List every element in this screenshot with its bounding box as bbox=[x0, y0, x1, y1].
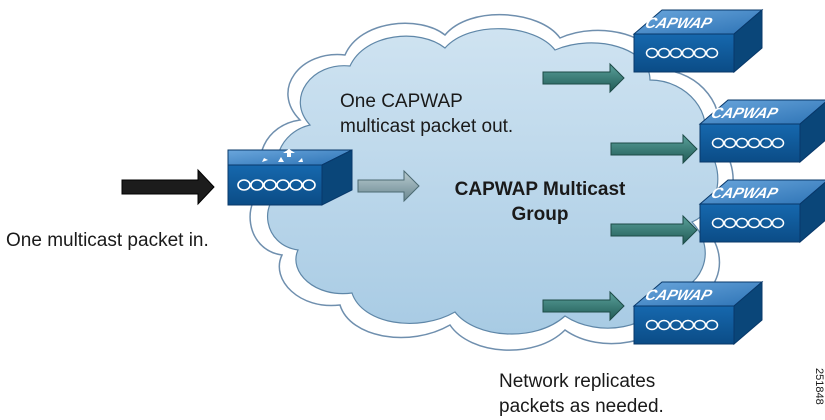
access-point-1-label: CAPWAP bbox=[643, 15, 715, 32]
figure-id: 251848 bbox=[813, 368, 825, 405]
group-label-line-1: CAPWAP Multicast bbox=[455, 179, 626, 200]
controller-arrows-icon bbox=[262, 149, 303, 162]
ap-arrow-3 bbox=[610, 214, 698, 246]
ap-arrow-1 bbox=[542, 62, 625, 94]
access-point-4-label: CAPWAP bbox=[643, 287, 715, 304]
controller-ports bbox=[237, 179, 316, 191]
access-point-3-label: CAPWAP bbox=[709, 185, 781, 202]
access-point-3: CAPWAP bbox=[698, 179, 825, 244]
access-point-2-label: CAPWAP bbox=[709, 105, 781, 122]
ap-arrow-4 bbox=[542, 290, 625, 322]
access-point-2: CAPWAP bbox=[698, 99, 825, 164]
ap-arrow-2 bbox=[610, 133, 698, 165]
access-point-3-ports bbox=[711, 217, 785, 229]
caption-line-2: packets as needed. bbox=[499, 396, 664, 417]
network-cloud bbox=[267, 28, 719, 335]
cloud-label-line-1: One CAPWAP bbox=[340, 91, 463, 112]
input-arrow bbox=[121, 168, 215, 206]
access-point-1-ports bbox=[645, 47, 719, 59]
input-label: One multicast packet in. bbox=[6, 230, 209, 251]
multicast-out-arrow bbox=[357, 169, 420, 203]
group-label-line-2: Group bbox=[512, 204, 569, 225]
access-point-4-ports bbox=[645, 319, 719, 331]
cloud-label-line-2: multicast packet out. bbox=[340, 116, 513, 137]
controller-device bbox=[227, 149, 353, 206]
access-point-2-ports bbox=[711, 137, 785, 149]
access-point-4: CAPWAP bbox=[632, 280, 764, 346]
access-point-1: CAPWAP bbox=[632, 8, 764, 74]
caption-line-1: Network replicates bbox=[499, 371, 655, 392]
